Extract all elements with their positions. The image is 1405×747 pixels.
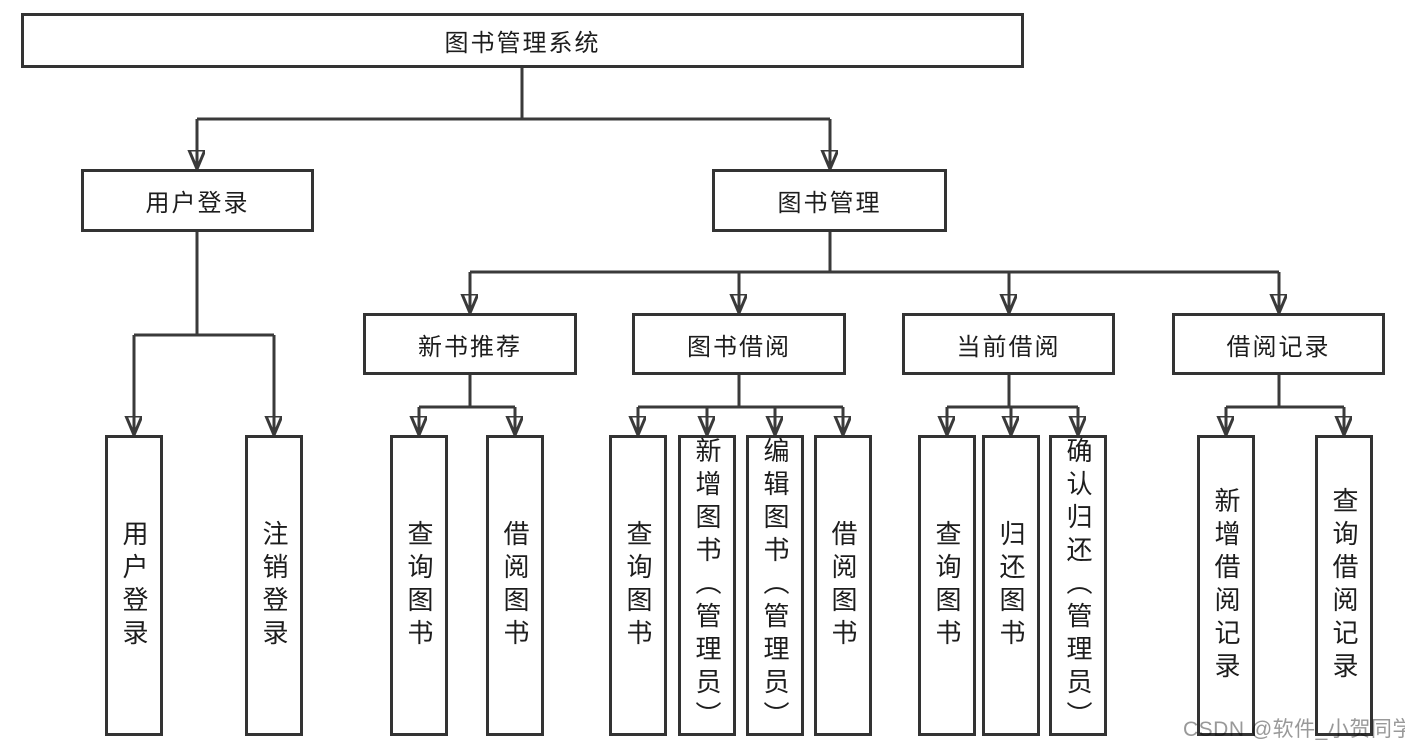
leaf-label: 查询图书 <box>623 519 653 652</box>
node-label: 图书管理系统 <box>444 30 601 57</box>
leaf-query-books-borrow: 查询图书 <box>609 435 667 736</box>
leaf-label: 归还图书 <box>996 519 1026 652</box>
node-label: 新书推荐 <box>418 333 522 361</box>
leaf-label: 用户登录 <box>119 519 149 652</box>
leaf-label: 编辑图书（管理员） <box>760 437 790 734</box>
leaf-borrow-books-recommend: 借阅图书 <box>486 435 544 736</box>
node-label: 借阅记录 <box>1226 333 1331 361</box>
leaf-label: 新增图书（管理员） <box>692 437 722 734</box>
node-book-management: 图书管理 <box>712 169 947 232</box>
leaf-borrow-books-borrow: 借阅图书 <box>814 435 872 736</box>
leaf-label: 查询图书 <box>404 519 434 652</box>
leaf-confirm-return-admin: 确认归还（管理员） <box>1049 435 1107 736</box>
node-label: 用户登录 <box>145 190 250 217</box>
node-user-login: 用户登录 <box>81 169 314 232</box>
leaf-label: 注销登录 <box>259 519 289 652</box>
leaf-user-login: 用户登录 <box>105 435 163 736</box>
leaf-label: 确认归还（管理员） <box>1063 437 1093 734</box>
leaf-query-books-current: 查询图书 <box>918 435 976 736</box>
node-library-management-system: 图书管理系统 <box>21 13 1024 68</box>
leaf-label: 新增借阅记录 <box>1211 486 1241 685</box>
node-book-borrowing: 图书借阅 <box>632 313 846 375</box>
node-label: 当前借阅 <box>956 333 1061 361</box>
leaf-logout: 注销登录 <box>245 435 303 736</box>
leaf-label: 查询图书 <box>932 519 962 652</box>
leaf-query-borrow-record: 查询借阅记录 <box>1315 435 1373 736</box>
leaf-add-borrow-record: 新增借阅记录 <box>1197 435 1255 736</box>
leaf-label: 借阅图书 <box>828 519 858 652</box>
leaf-return-books: 归还图书 <box>982 435 1040 736</box>
leaf-add-book-admin: 新增图书（管理员） <box>678 435 736 736</box>
node-current-borrowing: 当前借阅 <box>902 313 1115 375</box>
leaf-label: 借阅图书 <box>500 519 530 652</box>
csdn-watermark: CSDN @软件_小贺同学 <box>1183 718 1405 741</box>
leaf-query-books-recommend: 查询图书 <box>390 435 448 736</box>
node-borrowing-records: 借阅记录 <box>1172 313 1385 375</box>
node-label: 图书借阅 <box>687 333 791 361</box>
leaf-edit-book-admin: 编辑图书（管理员） <box>746 435 804 736</box>
leaf-label: 查询借阅记录 <box>1329 486 1359 685</box>
node-new-book-recommendation: 新书推荐 <box>363 313 577 375</box>
tree-arrow-lines <box>134 119 1344 435</box>
node-label: 图书管理 <box>777 190 882 217</box>
